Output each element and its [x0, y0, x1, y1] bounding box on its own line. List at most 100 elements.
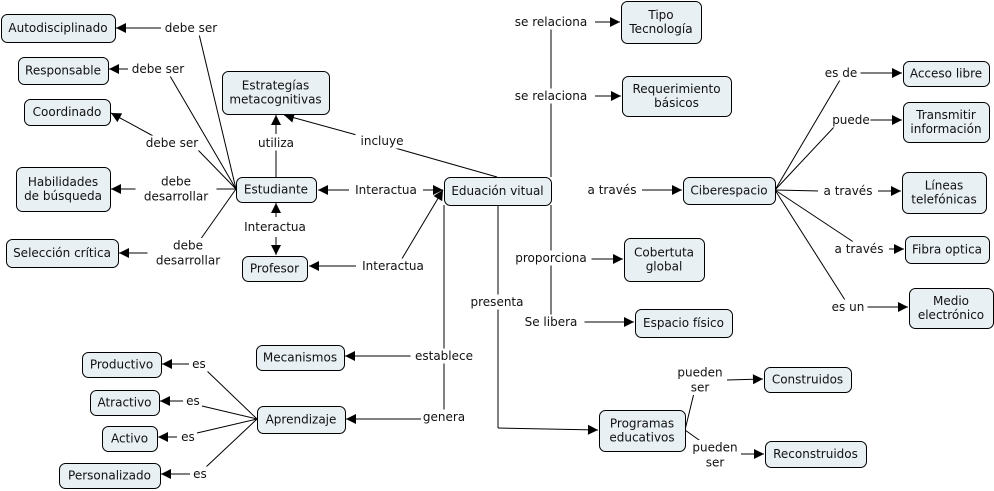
link-label-interactua-est-prof: Interactua: [238, 219, 312, 235]
concept-acceso[interactable]: Acceso libre: [903, 61, 990, 87]
concept-atractivo[interactable]: Atractivo: [90, 390, 160, 416]
concept-seleccion[interactable]: Selección crítica: [6, 239, 119, 268]
connector-line: [205, 418, 258, 468]
link-label-es-2: es: [184, 393, 202, 409]
link-label-text: Interactua: [362, 259, 424, 273]
link-label-debe-ser-2: debe ser: [128, 61, 188, 77]
link-label-se-relaciona-2: se relaciona: [507, 88, 595, 104]
label-background: [507, 88, 595, 104]
arrowhead-icon: [610, 17, 620, 27]
concept-box: [1, 14, 116, 43]
concept-construidos[interactable]: Construidos: [764, 367, 852, 393]
link-label-debe-ser-1: debe ser: [161, 20, 221, 36]
concept-label: Profesor: [250, 262, 299, 276]
concept-reconstruidos[interactable]: Reconstruidos: [765, 441, 867, 468]
label-background: [191, 466, 209, 482]
concept-autodisciplinado[interactable]: Autodisciplinado: [1, 14, 116, 43]
link-label-interactua-prof-edu: Interactua: [356, 258, 430, 274]
concept-label: educativos: [609, 431, 674, 445]
label-background: [677, 365, 723, 395]
link-label-text: Interactua: [355, 183, 417, 197]
link-label-text: se relaciona: [515, 89, 587, 103]
connector-line: [198, 33, 237, 190]
arrowhead-icon: [309, 261, 319, 271]
concept-educacion[interactable]: Eduación vitual: [444, 177, 552, 206]
label-background: [421, 409, 467, 425]
concept-box: [16, 167, 111, 212]
concept-box: [635, 309, 733, 338]
label-background: [582, 182, 642, 198]
concept-box: [621, 1, 702, 44]
arrowhead-icon: [284, 112, 295, 123]
concept-mecanismos[interactable]: Mecanismos: [256, 345, 345, 371]
concept-label: global: [646, 260, 683, 274]
concept-label: Estudiante: [244, 183, 308, 197]
label-background: [355, 133, 409, 149]
link-label-text: pueden: [692, 441, 737, 455]
label-background: [829, 241, 889, 257]
link-label-presenta: presenta: [467, 294, 527, 310]
concept-box: [6, 239, 119, 268]
concept-box: [242, 256, 308, 282]
label-background: [349, 182, 423, 198]
link-label-text: debe ser: [132, 62, 184, 76]
label-background: [410, 348, 478, 364]
label-background: [142, 135, 202, 151]
concept-label: Activo: [111, 432, 148, 446]
concept-activo[interactable]: Activo: [102, 426, 158, 452]
link-label-text: es un: [832, 300, 865, 314]
concept-box: [102, 426, 158, 452]
link-label-es-un: es un: [828, 299, 868, 315]
arrowhead-icon: [160, 396, 170, 406]
concept-label: Selección crítica: [13, 246, 111, 260]
concept-box: [903, 102, 990, 143]
link-label-text: debe: [161, 175, 191, 189]
concept-aprendizaje[interactable]: Aprendizaje: [257, 406, 346, 434]
link-label-debe-ser-3: debe ser: [142, 135, 202, 151]
concept-fibra[interactable]: Fibra optica: [905, 236, 990, 264]
concept-label: Medio: [933, 294, 969, 308]
label-background: [517, 314, 585, 330]
concept-label: Reconstruidos: [773, 447, 858, 461]
concept-espacio[interactable]: Espacio físico: [635, 309, 733, 338]
link-label-utiliza: utiliza: [249, 135, 303, 151]
connector-line: [283, 114, 365, 138]
link-label-es-4: es: [191, 466, 209, 482]
connector-line: [774, 79, 841, 191]
concept-box: [24, 99, 111, 126]
concept-personalizado[interactable]: Personalizado: [59, 463, 161, 489]
concept-ciberespacio[interactable]: Ciberespacio: [683, 177, 776, 205]
concept-profesor[interactable]: Profesor: [242, 256, 308, 282]
connector-line: [197, 149, 237, 190]
connector-line: [196, 418, 258, 434]
concept-label: Personalizado: [68, 469, 151, 483]
concept-estudiante[interactable]: Estudiante: [236, 177, 317, 203]
concept-box: [59, 463, 161, 489]
concept-coordinado[interactable]: Coordinado: [24, 99, 111, 126]
link-label-text: incluye: [361, 134, 404, 148]
connector-line: [169, 75, 237, 190]
concept-responsable[interactable]: Responsable: [18, 57, 109, 85]
concept-box: [82, 352, 162, 378]
concept-label: Mecanismos: [263, 351, 337, 365]
link-label-text: es: [186, 394, 200, 408]
concept-productivo[interactable]: Productivo: [82, 352, 162, 378]
arrowhead-icon: [345, 351, 355, 361]
label-background: [190, 356, 208, 372]
arrowhead-icon: [111, 184, 121, 194]
label-background: [128, 61, 188, 77]
link-label-text: ser: [706, 456, 725, 470]
concept-box: [256, 345, 345, 371]
